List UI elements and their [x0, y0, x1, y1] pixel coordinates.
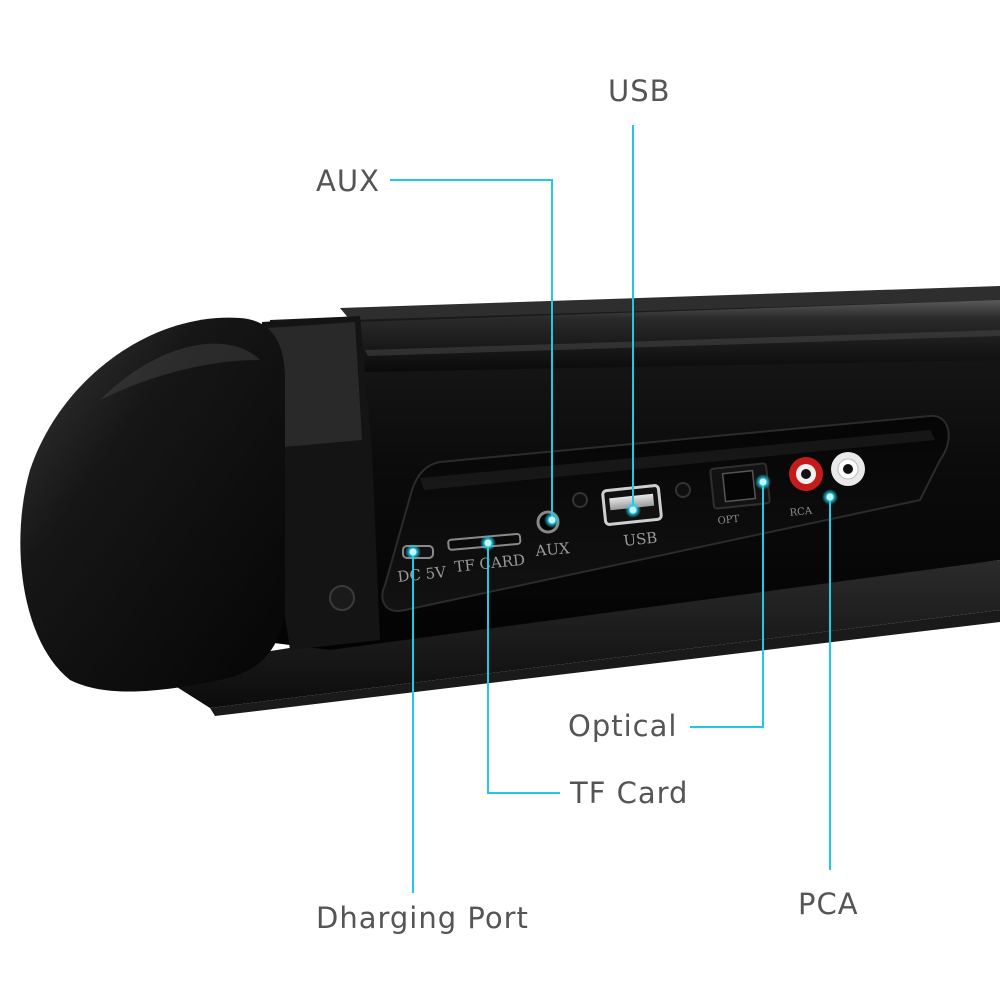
- leader-tf: [487, 543, 560, 794]
- opt-label: OPT: [717, 514, 740, 527]
- dc-label: DC 5V: [397, 563, 448, 586]
- callout-charging-port: Dharging Port: [316, 901, 529, 935]
- soundbar-body: [20, 286, 1000, 716]
- callout-aux: AUX: [316, 164, 380, 198]
- aux-label: AUX: [534, 539, 571, 560]
- rca-white-jack: [831, 452, 865, 486]
- rca-label: RCA: [789, 506, 813, 519]
- leader-lines: [390, 125, 831, 893]
- leader-dots: [405, 474, 838, 560]
- optical-port: [709, 462, 771, 510]
- usb-label: USB: [623, 529, 659, 550]
- leader-optical: [690, 482, 764, 728]
- callout-pca: PCA: [798, 887, 859, 921]
- rca-red-jack: [789, 457, 823, 491]
- port-panel: DC 5V TF CARD AUX USB OPT: [397, 452, 865, 586]
- callout-usb: USB: [608, 74, 671, 108]
- callout-tf-card: TF Card: [570, 776, 689, 810]
- callout-optical: Optical: [568, 709, 678, 743]
- leader-aux: [390, 179, 553, 520]
